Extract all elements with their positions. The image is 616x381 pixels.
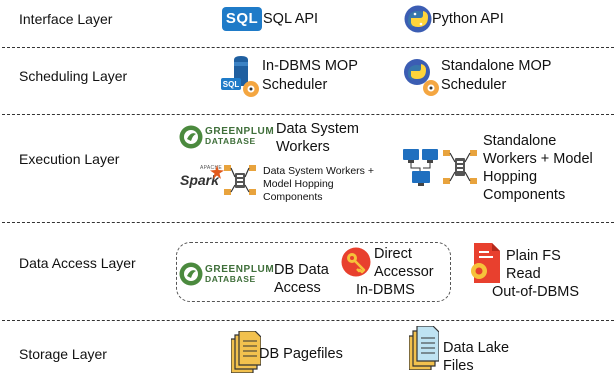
sql-logo-icon: SQL — [222, 7, 262, 31]
in-dbms-access-group — [176, 242, 451, 302]
standalone-workers-line1: Standalone — [483, 133, 557, 149]
direct-accessor-line3: In-DBMS — [356, 282, 415, 298]
sql-logo-text: SQL — [225, 10, 259, 27]
spark-logo-small-text: APACHE — [200, 165, 222, 171]
scheduling-layer-label: Scheduling Layer — [19, 68, 128, 84]
data-lake-files-line2: Files — [443, 358, 474, 374]
spark-workers-line2: Model Hopping — [263, 178, 334, 190]
plain-fs-line2: Read — [506, 266, 541, 282]
greenplum-title-data-access: GREENPLUM — [205, 264, 275, 275]
sql-api-label: SQL API — [263, 11, 319, 27]
divider-scheduling-execution — [2, 114, 614, 115]
python-logo-icon — [404, 5, 432, 33]
db-pagefiles-label: DB Pagefiles — [259, 346, 343, 362]
in-dbms-scheduler-line2: Scheduler — [262, 77, 328, 93]
greenplum-workers-line1: Data System — [276, 121, 359, 137]
divider-data-access-storage — [2, 320, 614, 321]
greenplum-title: GREENPLUM — [205, 126, 275, 137]
spark-workers-line3: Components — [263, 191, 323, 203]
file-gear-icon — [470, 243, 504, 285]
db-data-access-line1: DB Data — [274, 262, 329, 278]
in-dbms-scheduler-line1: In-DBMS MOP — [262, 58, 358, 74]
sql-scheduler-icon: SQL — [221, 56, 261, 98]
svg-text:SQL: SQL — [223, 80, 240, 89]
plain-fs-line3: Out-of-DBMS — [492, 284, 580, 300]
standalone-workers-line2: Workers + Model — [483, 151, 593, 167]
standalone-workers-line4: Components — [483, 187, 566, 203]
key-icon — [341, 247, 371, 277]
divider-execution-data-access — [2, 222, 614, 223]
standalone-scheduler-line2: Scheduler — [441, 77, 507, 93]
greenplum-subtitle-data-access: DATABASE — [205, 274, 256, 284]
data-lake-files-line1: Data Lake — [443, 340, 510, 356]
python-api-label: Python API — [432, 11, 504, 27]
spark-logo-text: Spark — [180, 172, 219, 188]
hopping-component-icon — [224, 165, 256, 197]
greenplum-wordmark-data-access: GREENPLUM DATABASE — [205, 265, 274, 284]
greenplum-icon — [179, 125, 203, 149]
storage-layer-label: Storage Layer — [19, 346, 107, 362]
db-pagefiles-icon — [231, 331, 261, 373]
execution-layer-label: Execution Layer — [19, 151, 120, 167]
greenplum-icon-data-access — [179, 262, 203, 286]
direct-accessor-line1: Direct — [374, 246, 412, 262]
python-scheduler-icon — [403, 56, 441, 98]
plain-fs-line1: Plain FS — [506, 248, 561, 264]
divider-interface-scheduling — [2, 47, 614, 48]
interface-layer-label: Interface Layer — [19, 11, 113, 27]
data-access-layer-label: Data Access Layer — [19, 255, 136, 271]
standalone-workers-line3: Hopping — [483, 169, 538, 185]
greenplum-subtitle: DATABASE — [205, 136, 256, 146]
direct-accessor-line2: Accessor — [374, 264, 434, 280]
greenplum-workers-line2: Workers — [276, 139, 330, 155]
standalone-workers-icon — [403, 148, 477, 190]
standalone-scheduler-line1: Standalone MOP — [441, 58, 552, 74]
greenplum-wordmark: GREENPLUM DATABASE — [205, 127, 274, 146]
db-data-access-line2: Access — [274, 280, 321, 296]
spark-workers-line1: Data System Workers + — [263, 165, 374, 177]
spark-logo-icon: APACHE Spark — [180, 165, 224, 191]
data-lake-files-icon — [409, 326, 439, 370]
